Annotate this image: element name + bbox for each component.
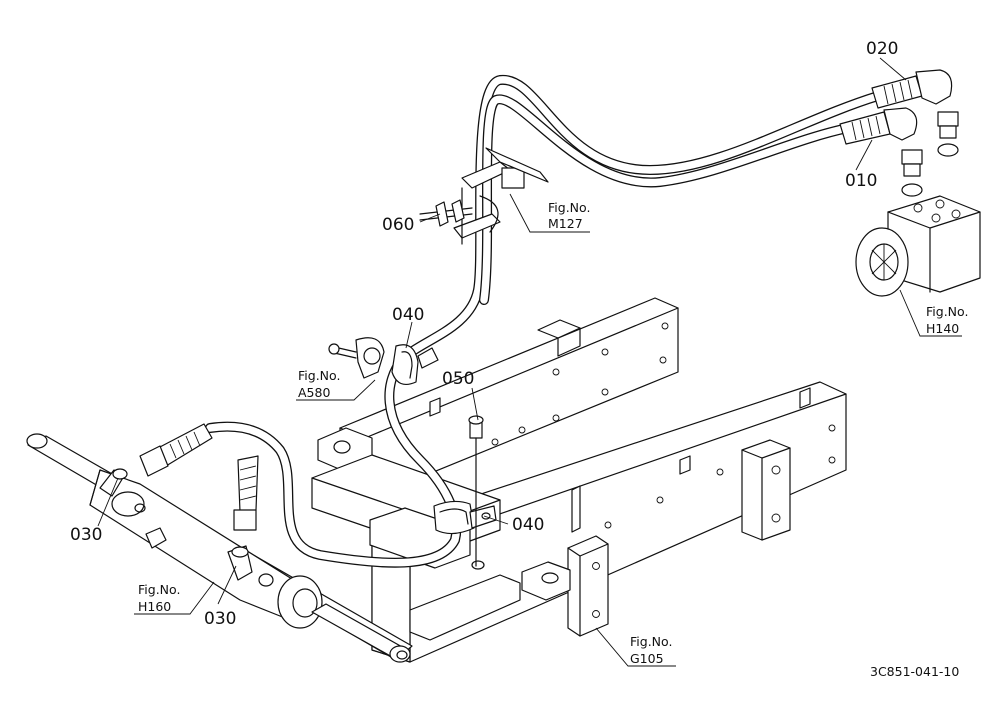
- fig-ref-h160-number: H160: [138, 599, 171, 614]
- callout-040-top: 040: [392, 305, 424, 325]
- part-callouts: 020 010 060 040 050 040 030 030: [70, 39, 898, 629]
- fig-ref-g105-label: Fig.No.: [630, 634, 672, 649]
- callout-060: 060: [382, 215, 414, 235]
- fig-ref-a580-number: A580: [298, 385, 330, 400]
- bolt-050: [468, 415, 484, 567]
- fig-ref-h160-label: Fig.No.: [138, 582, 180, 597]
- callout-030-bottom: 030: [204, 609, 236, 629]
- steering-cylinder: [26, 433, 413, 663]
- fig-ref-m127-label: Fig.No.: [548, 200, 590, 215]
- callout-020: 020: [866, 39, 898, 59]
- mounting-block-front: [521, 535, 609, 637]
- callout-040-bottom: 040: [512, 515, 544, 535]
- callout-050: 050: [442, 369, 474, 389]
- callout-030-left: 030: [70, 525, 102, 545]
- fig-ref-m127-number: M127: [548, 216, 583, 231]
- fig-ref-h140-label: Fig.No.: [926, 304, 968, 319]
- leader-lines: [97, 57, 962, 667]
- hose-end-fittings-steering-unit: [839, 69, 959, 197]
- callout-010: 010: [845, 171, 877, 191]
- fig-ref-g105-number: G105: [630, 651, 664, 666]
- hose-end-fittings-cylinder: [139, 423, 259, 531]
- clamp-bracket-060: [419, 147, 549, 245]
- fig-ref-h140-number: H140: [926, 321, 959, 336]
- frame-tabs: [429, 387, 811, 533]
- mounting-block-right: [741, 439, 791, 541]
- figure-references: Fig.No. M127 Fig.No. H140 Fig.No. A580 F…: [138, 200, 968, 666]
- clamp-040-top: [391, 344, 439, 385]
- fig-ref-a580-label: Fig.No.: [298, 368, 340, 383]
- frame-rail-upper: [317, 297, 679, 501]
- clamp-a580: [328, 337, 385, 379]
- drawing-code: 3C851-041-10: [870, 664, 959, 679]
- steering-control-unit: [855, 195, 981, 297]
